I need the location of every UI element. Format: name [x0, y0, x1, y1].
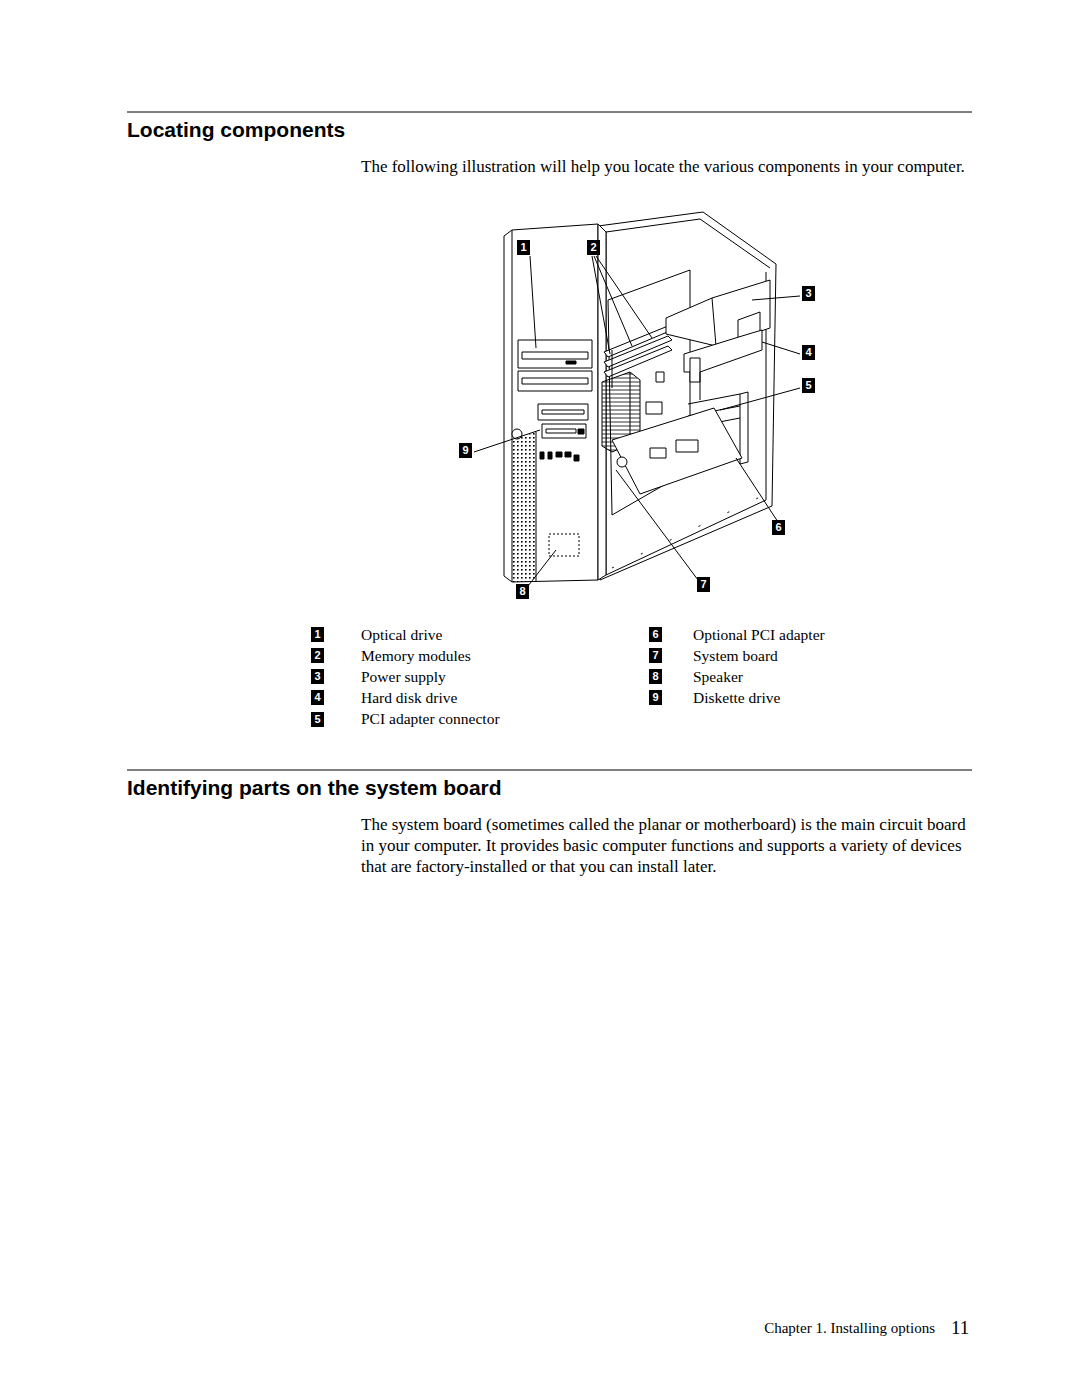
key-number: 6: [649, 627, 662, 642]
intro-paragraph: The following illustration will help you…: [361, 156, 972, 177]
footer-chapter: Chapter 1. Installing options: [700, 1319, 935, 1338]
callout-number: 4: [802, 345, 815, 360]
key-number: 9: [649, 690, 662, 705]
key-text: System board: [693, 646, 778, 665]
key-text: Optical drive: [361, 625, 442, 644]
leader-lines: [474, 256, 800, 586]
key-number: 4: [311, 690, 324, 705]
key-number: 1: [311, 627, 324, 642]
callout-number: 6: [772, 520, 785, 535]
key-text: Speaker: [693, 667, 743, 686]
key-text: Diskette drive: [693, 688, 780, 707]
key-number: 5: [311, 712, 324, 727]
section-heading: Identifying parts on the system board: [127, 775, 502, 801]
callout-number: 9: [459, 443, 472, 458]
section-rule: [127, 112, 972, 113]
callout-number: 7: [697, 577, 710, 592]
callout-number: 5: [802, 378, 815, 393]
body-paragraph: The system board (sometimes called the p…: [361, 814, 972, 877]
key-text: Power supply: [361, 667, 446, 686]
page-number: 11: [951, 1318, 969, 1337]
key-text: PCI adapter connector: [361, 709, 500, 728]
callout-number: 1: [517, 240, 530, 255]
key-number: 7: [649, 648, 662, 663]
callout-number: 3: [802, 286, 815, 301]
key-number: 2: [311, 648, 324, 663]
section-rule: [127, 770, 972, 771]
callout-number: 8: [516, 584, 529, 599]
key-number: 8: [649, 669, 662, 684]
key-number: 3: [311, 669, 324, 684]
computer-illustration: [504, 212, 776, 582]
key-text: Memory modules: [361, 646, 471, 665]
callout-number: 2: [587, 240, 600, 255]
key-text: Hard disk drive: [361, 688, 457, 707]
key-text: Optional PCI adapter: [693, 625, 825, 644]
section-heading: Locating components: [127, 117, 345, 143]
